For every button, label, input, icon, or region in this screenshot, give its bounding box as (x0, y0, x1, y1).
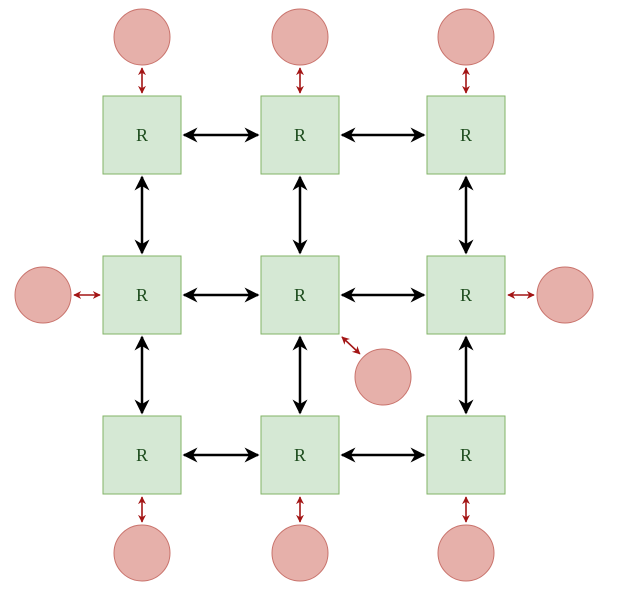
router-label: R (460, 285, 472, 305)
links-layer (134, 127, 474, 463)
router-box (260, 95, 340, 175)
node-n-left-1 (14, 266, 101, 324)
router-box (260, 255, 340, 335)
node-circle (113, 524, 171, 582)
router-r10: R (102, 255, 182, 335)
router-r21: R (260, 415, 340, 495)
router-label: R (294, 445, 306, 465)
node-n-center (341, 336, 412, 406)
routers-layer: R R R R R R R R R (102, 95, 506, 495)
node-n-bottom-1 (271, 496, 329, 582)
router-r20: R (102, 415, 182, 495)
router-r12: R (426, 255, 506, 335)
router-label: R (136, 445, 148, 465)
node-circle (14, 266, 72, 324)
node-link (341, 336, 361, 355)
router-box (426, 255, 506, 335)
router-box (260, 415, 340, 495)
router-r22: R (426, 415, 506, 495)
nodes-layer (14, 8, 594, 582)
node-circle (271, 8, 329, 66)
router-box (102, 255, 182, 335)
node-circle (437, 8, 495, 66)
router-r02: R (426, 95, 506, 175)
node-n-top-1 (271, 8, 329, 94)
node-circle (113, 8, 171, 66)
node-circle (536, 266, 594, 324)
node-circle (271, 524, 329, 582)
node-circle (354, 348, 412, 406)
node-n-bottom-2 (437, 496, 495, 582)
router-label: R (460, 445, 472, 465)
router-r00: R (102, 95, 182, 175)
router-label: R (136, 285, 148, 305)
router-label: R (294, 285, 306, 305)
node-n-bottom-0 (113, 496, 171, 582)
router-r01: R (260, 95, 340, 175)
router-label: R (294, 125, 306, 145)
node-circle (437, 524, 495, 582)
router-box (426, 95, 506, 175)
router-box (102, 95, 182, 175)
router-label: R (460, 125, 472, 145)
router-label: R (136, 125, 148, 145)
router-box (426, 415, 506, 495)
node-n-right-1 (507, 266, 594, 324)
node-n-top-2 (437, 8, 495, 94)
router-r11: R (260, 255, 340, 335)
node-n-top-0 (113, 8, 171, 94)
router-box (102, 415, 182, 495)
